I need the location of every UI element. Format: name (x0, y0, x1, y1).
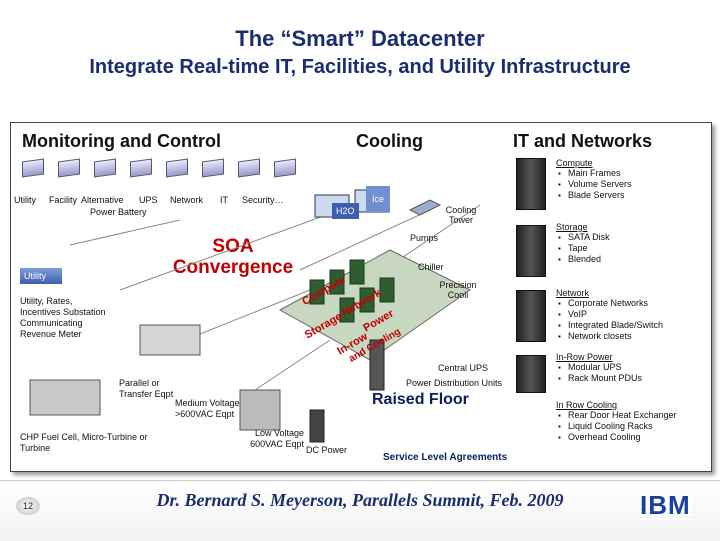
list-item: Rack Mount PDUs (558, 373, 642, 384)
sla-label: Service Level Agreements (383, 452, 508, 463)
monitoring-header: Monitoring and Control (22, 131, 221, 151)
central-ups-label: Central UPS (438, 363, 489, 373)
datacenter-illustration (29, 189, 481, 443)
chp-label: CHP Fuel Cell, Micro-Turbine or Turbine (20, 432, 148, 453)
label-network: Network (170, 195, 204, 205)
label-battery: Battery (118, 207, 147, 217)
slide-title: The “Smart” Datacenter (235, 26, 485, 51)
list-item: Main Frames (558, 168, 632, 179)
ice-label: Ice (366, 186, 391, 212)
list-heading: In-Row Power (556, 352, 613, 362)
dc-power-label: DC Power (306, 445, 348, 455)
server-rack-icon (516, 158, 546, 210)
it-network-list: Network Corporate Networks VoIP Integrat… (556, 288, 663, 342)
pumps-label: Pumps (410, 233, 439, 243)
low-voltage-label: Low Voltage 600VAC Eqpt (250, 428, 304, 449)
list-item: Integrated Blade/Switch (558, 320, 663, 331)
slide-subtitle: Integrate Real-time IT, Facilities, and … (89, 56, 631, 78)
cooling-header: Cooling (356, 131, 423, 151)
label-alternative: Alternative (81, 195, 124, 205)
server-rack-icon (516, 225, 546, 277)
it-compute-list: Compute Main Frames Volume Servers Blade… (556, 158, 632, 201)
utility-description: Utility, Rates, Incentives Substation Co… (20, 296, 106, 339)
chiller-label: Chiller (418, 262, 444, 272)
list-item: VoIP (558, 309, 663, 320)
parallel-label: Parallel or Transfer Eqpt (119, 378, 174, 399)
list-item: Overhead Cooling (558, 432, 677, 443)
h2o-label: H2O (332, 203, 359, 219)
server-rack-icon (516, 355, 546, 393)
list-item: Tape (558, 243, 610, 254)
raised-floor-label: Raised Floor (372, 391, 469, 408)
pdu-label: Power Distribution Units (406, 378, 503, 388)
label-power: Power (90, 207, 116, 217)
list-item: Volume Servers (558, 179, 631, 190)
list-heading: Network (556, 288, 590, 298)
list-item: Corporate Networks (558, 298, 663, 309)
list-item: Blade Servers (558, 190, 632, 201)
list-heading: Compute (556, 158, 593, 168)
label-utility: Utility (14, 195, 36, 205)
it-networks-header: IT and Networks (513, 131, 653, 151)
list-item: Liquid Cooling Racks (558, 421, 677, 432)
cooling-tower-label: Cooling Tower (445, 205, 477, 225)
list-item: Rear Door Heat Exchanger (558, 410, 677, 421)
ibm-logo: IBM (640, 490, 691, 521)
utility-box: Utility (20, 268, 62, 284)
soa-line2: Convergence (172, 257, 294, 278)
soa-convergence: SOA Convergence (168, 236, 298, 278)
list-item: Network closets (558, 331, 663, 342)
server-rack-icon (516, 290, 546, 342)
list-heading: In Row Cooling (556, 400, 618, 410)
list-item: Modular UPS (558, 362, 642, 373)
list-heading: Storage (556, 222, 588, 232)
footer-bar (0, 480, 720, 541)
it-inrow-power-list: In-Row Power Modular UPS Rack Mount PDUs (556, 352, 642, 384)
medium-voltage-label: Medium Voltage >600VAC Eqpt (175, 398, 240, 419)
list-item: Blended (558, 254, 610, 265)
list-item: SATA Disk (558, 232, 610, 243)
label-ups: UPS (139, 195, 158, 205)
label-security: Security… (242, 195, 284, 205)
soa-line1: SOA (212, 236, 254, 257)
it-inrow-cooling-list: In Row Cooling Rear Door Heat Exchanger … (556, 400, 677, 443)
it-storage-list: Storage SATA Disk Tape Blended (556, 222, 610, 265)
precision-cooling-label: Precision Cooli (439, 280, 477, 300)
label-facility: Facility (49, 195, 78, 205)
page-number: 12 (16, 497, 40, 515)
label-it: IT (220, 195, 228, 205)
footer-byline: Dr. Bernard S. Meyerson, Parallels Summi… (156, 490, 564, 510)
